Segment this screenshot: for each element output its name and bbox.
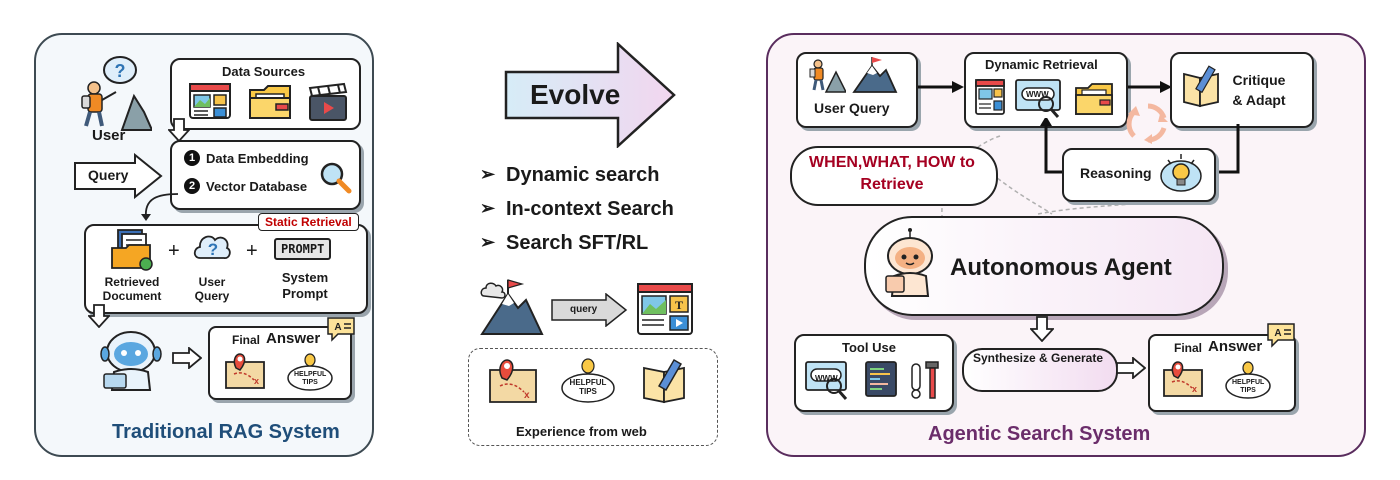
svg-text:x: x xyxy=(1192,384,1197,394)
code-window-icon xyxy=(864,360,898,398)
helpful-tips-text-middle: HELPFUL TIPS xyxy=(569,378,607,396)
experience-label: Experience from web xyxy=(516,424,647,439)
bullet-marker-2: ➢ xyxy=(480,198,496,218)
data-sources-label: Data Sources xyxy=(222,64,306,79)
user-label: User xyxy=(92,127,126,144)
dynamic-retrieval-label: Dynamic Retrieval xyxy=(985,57,1098,72)
helpful-tips-badge-right xyxy=(1224,360,1272,400)
static-retrieval-tag: Static Retrieval xyxy=(258,213,359,231)
mountain-flag-icon xyxy=(480,278,544,336)
folder-icon xyxy=(248,82,292,122)
www-search-icon xyxy=(1014,76,1062,120)
treasure-map-icon: x xyxy=(224,352,266,390)
query-small-label: query xyxy=(570,304,598,315)
www-label-tool: WWW xyxy=(815,374,838,383)
agent-robot-icon xyxy=(882,228,942,298)
bullet-in-context-search: In-context Search xyxy=(506,198,674,220)
svg-text:A: A xyxy=(334,322,341,333)
web-page-icon xyxy=(188,82,232,122)
data-embedding-label: Data Embedding xyxy=(206,151,309,166)
retrieved-document-label: Retrieved Document xyxy=(102,275,162,303)
final-answer-word-right: Answer xyxy=(1208,338,1263,355)
final-answer-word-left: Answer xyxy=(266,330,321,347)
answer-doc-icon: A xyxy=(326,316,356,342)
reasoning-label: Reasoning xyxy=(1080,165,1152,181)
bullet-marker-1: ➢ xyxy=(480,164,496,184)
plus-sign-1: + xyxy=(168,240,180,262)
left-panel-title: Traditional RAG System xyxy=(112,421,340,443)
answer-doc-icon-right: A xyxy=(1266,322,1296,348)
bullet-dynamic-search: Dynamic search xyxy=(506,164,660,186)
user-icon: ? xyxy=(72,52,152,132)
helpful-tips-badge-middle xyxy=(560,356,616,404)
system-prompt-label: System Prompt xyxy=(281,270,329,301)
final-answer-prefix-left: Final xyxy=(232,333,261,347)
query-arrow-label: Query xyxy=(88,167,129,183)
curved-connector xyxy=(134,190,184,222)
tool-use-label: Tool Use xyxy=(842,340,896,355)
treasure-map-icon-middle: x xyxy=(488,358,538,404)
right-panel-title: Agentic Search System xyxy=(928,423,1151,445)
when-what-how-label: WHEN,WHAT, HOW to Retrieve xyxy=(809,154,975,193)
mountain-flag-icon-right xyxy=(852,56,898,94)
treasure-map-icon-right: x xyxy=(1162,360,1204,398)
svg-text:T: T xyxy=(675,298,683,312)
hiker-icon xyxy=(806,56,846,94)
svg-text:?: ? xyxy=(115,61,126,81)
video-clapper-icon xyxy=(306,82,350,122)
tools-icon xyxy=(908,358,942,400)
evolve-label: Evolve xyxy=(530,79,621,110)
prompt-tag: PROMPT xyxy=(274,238,332,260)
synthesize-label: Synthesize & Generate xyxy=(972,351,1104,365)
critique-label: Critique & Adapt xyxy=(1232,72,1286,108)
right-arrow-icon-right xyxy=(1116,357,1146,379)
query-small-arrow xyxy=(550,293,628,327)
helpful-tips-text-right: HELPFUL TIPS xyxy=(1232,379,1265,394)
magnifier-icon xyxy=(318,160,352,194)
cycle-icon xyxy=(1124,100,1172,146)
plus-sign-2: + xyxy=(246,240,258,262)
when-what-how-box xyxy=(790,146,998,206)
arrow-to-critique xyxy=(1128,80,1172,94)
user-query-label-right: User Query xyxy=(814,100,890,116)
final-answer-prefix-right: Final xyxy=(1174,341,1203,355)
helpful-tips-text-left: HELPFUL TIPS xyxy=(294,371,327,386)
user-query-label-left: User Query xyxy=(194,275,230,303)
folder-icon-right xyxy=(1074,80,1114,118)
autonomous-agent-label: Autonomous Agent xyxy=(950,254,1172,281)
notebook-pen-icon-right xyxy=(1180,64,1222,108)
vector-database-label: Vector Database xyxy=(206,179,308,194)
step-two-badge: 2 xyxy=(184,178,200,194)
bullet-search-sft-rl: Search SFT/RL xyxy=(506,232,649,254)
step-one-badge: 1 xyxy=(184,150,200,166)
helpful-tips-badge-left xyxy=(286,352,334,392)
web-page-icon-middle: T xyxy=(636,282,694,336)
synthesize-box xyxy=(962,348,1118,392)
svg-text:A: A xyxy=(1274,328,1281,339)
web-page-icon-right xyxy=(974,78,1006,118)
svg-text:?: ? xyxy=(208,240,218,259)
svg-text:x: x xyxy=(254,376,259,386)
question-cloud-icon: ? xyxy=(192,230,232,264)
down-arrow-icon-2 xyxy=(88,304,110,328)
query-arrow xyxy=(73,153,163,199)
autonomous-agent-box xyxy=(864,216,1224,316)
www-label: WWW xyxy=(1026,90,1049,99)
www-search-icon-tool xyxy=(804,358,850,402)
svg-text:x: x xyxy=(524,390,530,401)
right-arrow-icon xyxy=(172,347,202,369)
lightbulb-icon xyxy=(1158,150,1204,194)
bullet-marker-3: ➢ xyxy=(480,232,496,252)
evolve-arrow xyxy=(504,42,676,148)
down-arrow-icon-right xyxy=(1030,316,1054,342)
notebook-pen-icon xyxy=(640,358,690,404)
retrieved-document-icon xyxy=(110,228,154,272)
arrow-to-retrieval xyxy=(918,80,964,94)
robot-icon xyxy=(96,326,166,392)
down-arrow-icon xyxy=(168,118,190,142)
